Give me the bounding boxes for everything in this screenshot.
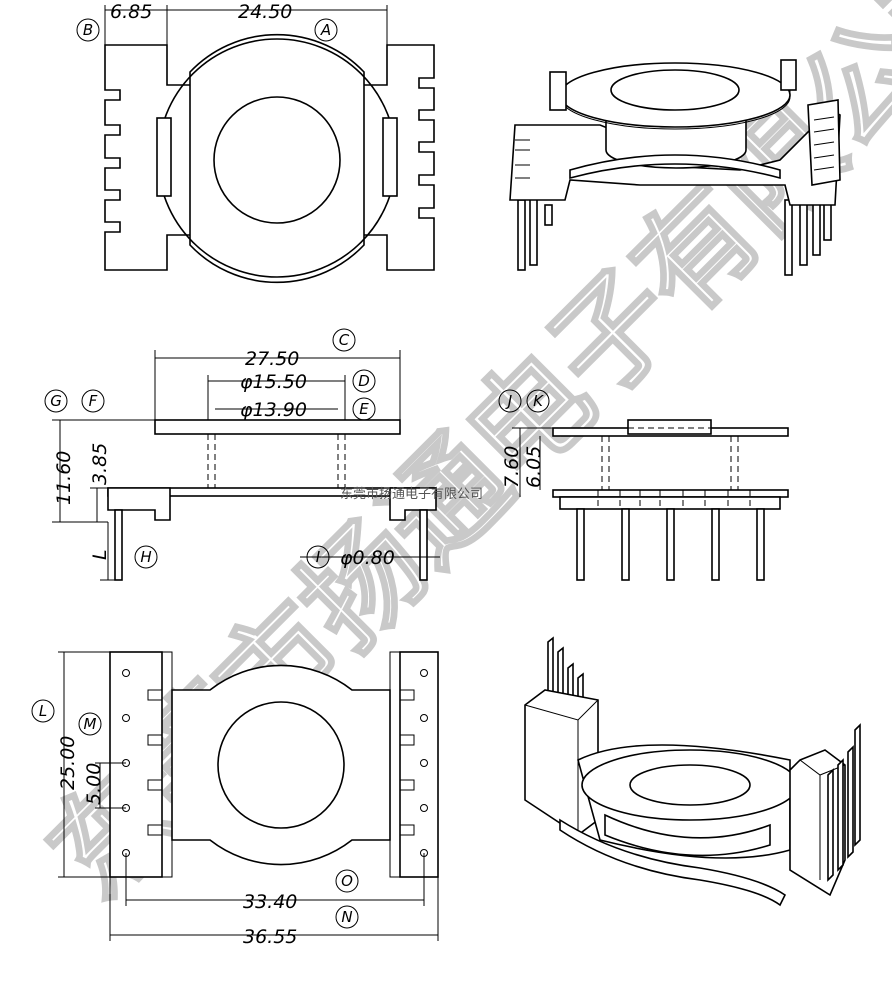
callout-b-circle (76, 18, 100, 42)
bottom-right-bar (399, 651, 439, 878)
side-base-comb (559, 496, 781, 510)
side-dim-j-text: 7.60 (501, 446, 523, 488)
callout-a-text: A (320, 21, 331, 39)
side-view: 7.60 6.05 J K (498, 389, 789, 581)
bottom-right-notches (400, 689, 415, 836)
side-dim-k-text: 6.05 (523, 446, 545, 488)
front-dim-e-text: φ13.90 (240, 399, 307, 421)
side-base-hidden (560, 490, 780, 509)
front-dim-i-text: φ0.80 (340, 547, 395, 569)
iso-upper-top-flange-edge (559, 90, 791, 130)
callout-k-text: K (533, 392, 544, 410)
top-view-bore (213, 96, 341, 224)
front-left-bracket (107, 487, 171, 521)
iso-lower-right-pins (827, 723, 861, 882)
front-dim-d-text: φ15.50 (240, 371, 307, 393)
callout-i-text: I (316, 548, 321, 566)
isometric-view-upper (509, 59, 841, 276)
callout-e-text: E (359, 400, 369, 418)
isometric-view-lower (524, 636, 861, 907)
bottom-dim-m-text: 5.00 (83, 763, 105, 805)
front-dim-g-text: 11.60 (53, 451, 75, 505)
bottom-left-notches (147, 689, 162, 836)
top-view-left-tab (156, 117, 172, 197)
iso-upper-tab-left (549, 71, 567, 111)
callout-g-circle (44, 389, 68, 413)
front-top-flange (154, 419, 401, 435)
callout-f-circle (81, 389, 105, 413)
iso-upper-right-notches (813, 116, 835, 171)
bottom-dim-n-text: 36.55 (243, 926, 297, 948)
side-top-tab (627, 419, 712, 435)
callout-n-circle (335, 905, 359, 929)
small-watermark-text: 东莞市扬通电子有限公司 (340, 486, 483, 502)
callout-e-circle (352, 397, 376, 421)
bottom-dim-l-text: 25.00 (57, 736, 79, 790)
bottom-view: 25.00 L 5.00 M 33.40 O 36.55 N (31, 651, 439, 948)
callout-k-circle (526, 389, 550, 413)
front-dim-h-text: L (89, 549, 111, 560)
side-pins (576, 508, 765, 581)
iso-upper-bore (610, 69, 740, 111)
iso-lower-right-block (789, 749, 846, 897)
iso-upper-tab-right (780, 59, 797, 91)
bottom-right-bar-inner (389, 651, 401, 878)
iso-lower-bore (629, 764, 751, 806)
callout-o-circle (335, 869, 359, 893)
top-view: 6.85 24.50 A B (76, 1, 435, 284)
callout-n-text: N (341, 908, 352, 926)
iso-lower-left-block-edge (524, 699, 599, 835)
bottom-left-bar (109, 651, 163, 878)
callout-c-circle (332, 328, 356, 352)
top-view-outline (104, 44, 435, 271)
top-dim-a-text: 24.50 (238, 1, 292, 23)
callout-h-circle (134, 545, 158, 569)
callout-b-text: B (83, 21, 93, 39)
iso-upper-right-comb (807, 99, 841, 186)
callout-g-text: G (50, 392, 62, 410)
callout-m-text: M (84, 715, 97, 733)
bottom-pin-holes (122, 669, 428, 857)
bottom-dim-o-text: 33.40 (243, 891, 297, 913)
callout-c-text: C (339, 331, 350, 349)
callout-i-circle (306, 545, 330, 569)
front-pin-right (419, 509, 428, 581)
callout-o-text: O (341, 872, 353, 890)
top-view-right-tab (382, 117, 398, 197)
callout-m-circle (78, 712, 102, 736)
front-right-bracket (389, 487, 437, 521)
front-view: 27.50 C φ15.50 D φ13.90 E G F 11.60 3.85… (44, 328, 483, 581)
callout-d-circle (352, 369, 376, 393)
iso-lower-right-block-edge (799, 759, 846, 880)
callout-j-circle (498, 389, 522, 413)
callout-f-text: F (89, 392, 98, 410)
front-dim-c-text: 27.50 (245, 348, 299, 370)
callout-d-text: D (358, 372, 370, 390)
callout-l-circle (31, 699, 55, 723)
bottom-bore (217, 701, 345, 829)
iso-upper-lower-flange (569, 154, 781, 180)
iso-lower-bottom-flange (559, 818, 787, 907)
callout-h-text: H (140, 548, 151, 566)
callout-l-text: L (39, 702, 47, 720)
callout-a-circle (314, 18, 338, 42)
side-base-flange (552, 489, 789, 498)
callout-j-text: J (505, 392, 512, 410)
iso-upper-left-notches (515, 139, 530, 179)
iso-lower-core (604, 813, 771, 857)
front-dim-f-text: 3.85 (89, 443, 111, 485)
front-pin-left (114, 509, 123, 581)
top-dim-b-text: 6.85 (110, 1, 152, 23)
